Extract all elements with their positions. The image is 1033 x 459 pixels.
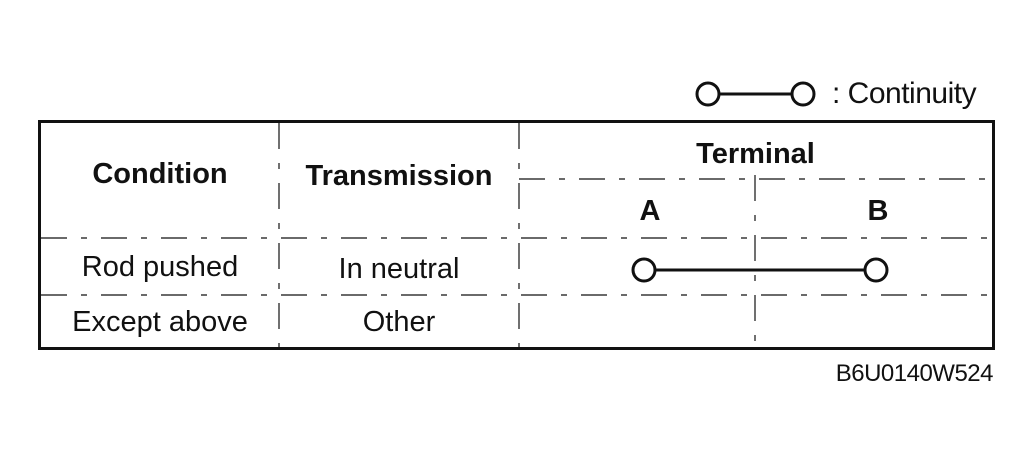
header-condition: Condition [92, 158, 228, 190]
continuity-legend: : Continuity [694, 74, 977, 114]
header-terminal-a: A [639, 194, 661, 227]
continuity-table: Condition Transmission Terminal A B Rod … [38, 120, 995, 350]
legend-label: : Continuity [832, 77, 977, 110]
row2-transmission: Other [362, 305, 436, 338]
header-terminal-b: B [867, 194, 889, 227]
table-grid [41, 123, 992, 347]
continuity-symbol-icon [695, 81, 816, 107]
row1-condition: Rod pushed [81, 250, 239, 283]
figure-code: B6U0140W524 [835, 360, 994, 387]
row2-condition: Except above [72, 305, 248, 338]
row1-transmission: In neutral [338, 252, 460, 285]
header-transmission: Transmission [305, 160, 493, 192]
header-terminal: Terminal [696, 137, 815, 170]
continuity-a-b-icon [631, 257, 889, 283]
